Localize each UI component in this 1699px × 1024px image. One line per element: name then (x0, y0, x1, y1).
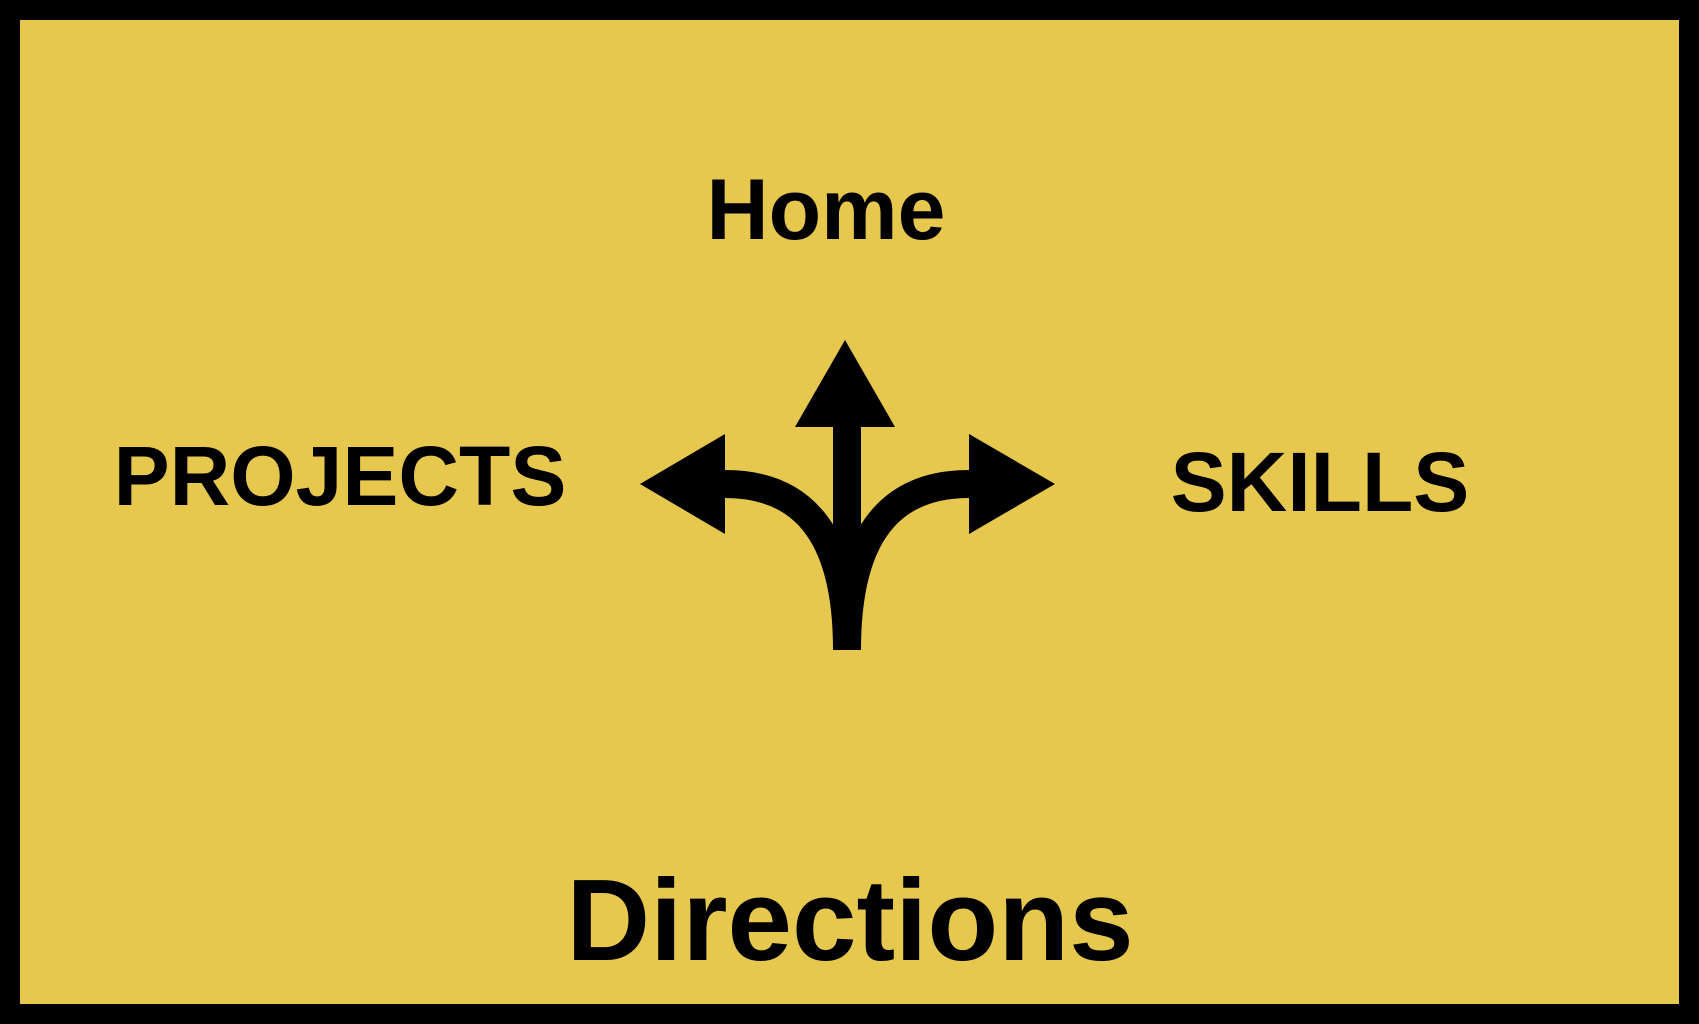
up-arrowhead (795, 340, 895, 427)
skills-link[interactable]: SKILLS (1170, 435, 1470, 529)
right-arrowhead (969, 434, 1055, 534)
right-arrow-curve (833, 470, 970, 651)
left-arrowhead (640, 434, 725, 534)
projects-link[interactable]: PROJECTS (113, 429, 567, 523)
home-link[interactable]: Home (706, 162, 946, 258)
left-arrow-curve (724, 470, 861, 651)
page-title: Directions (566, 855, 1134, 985)
